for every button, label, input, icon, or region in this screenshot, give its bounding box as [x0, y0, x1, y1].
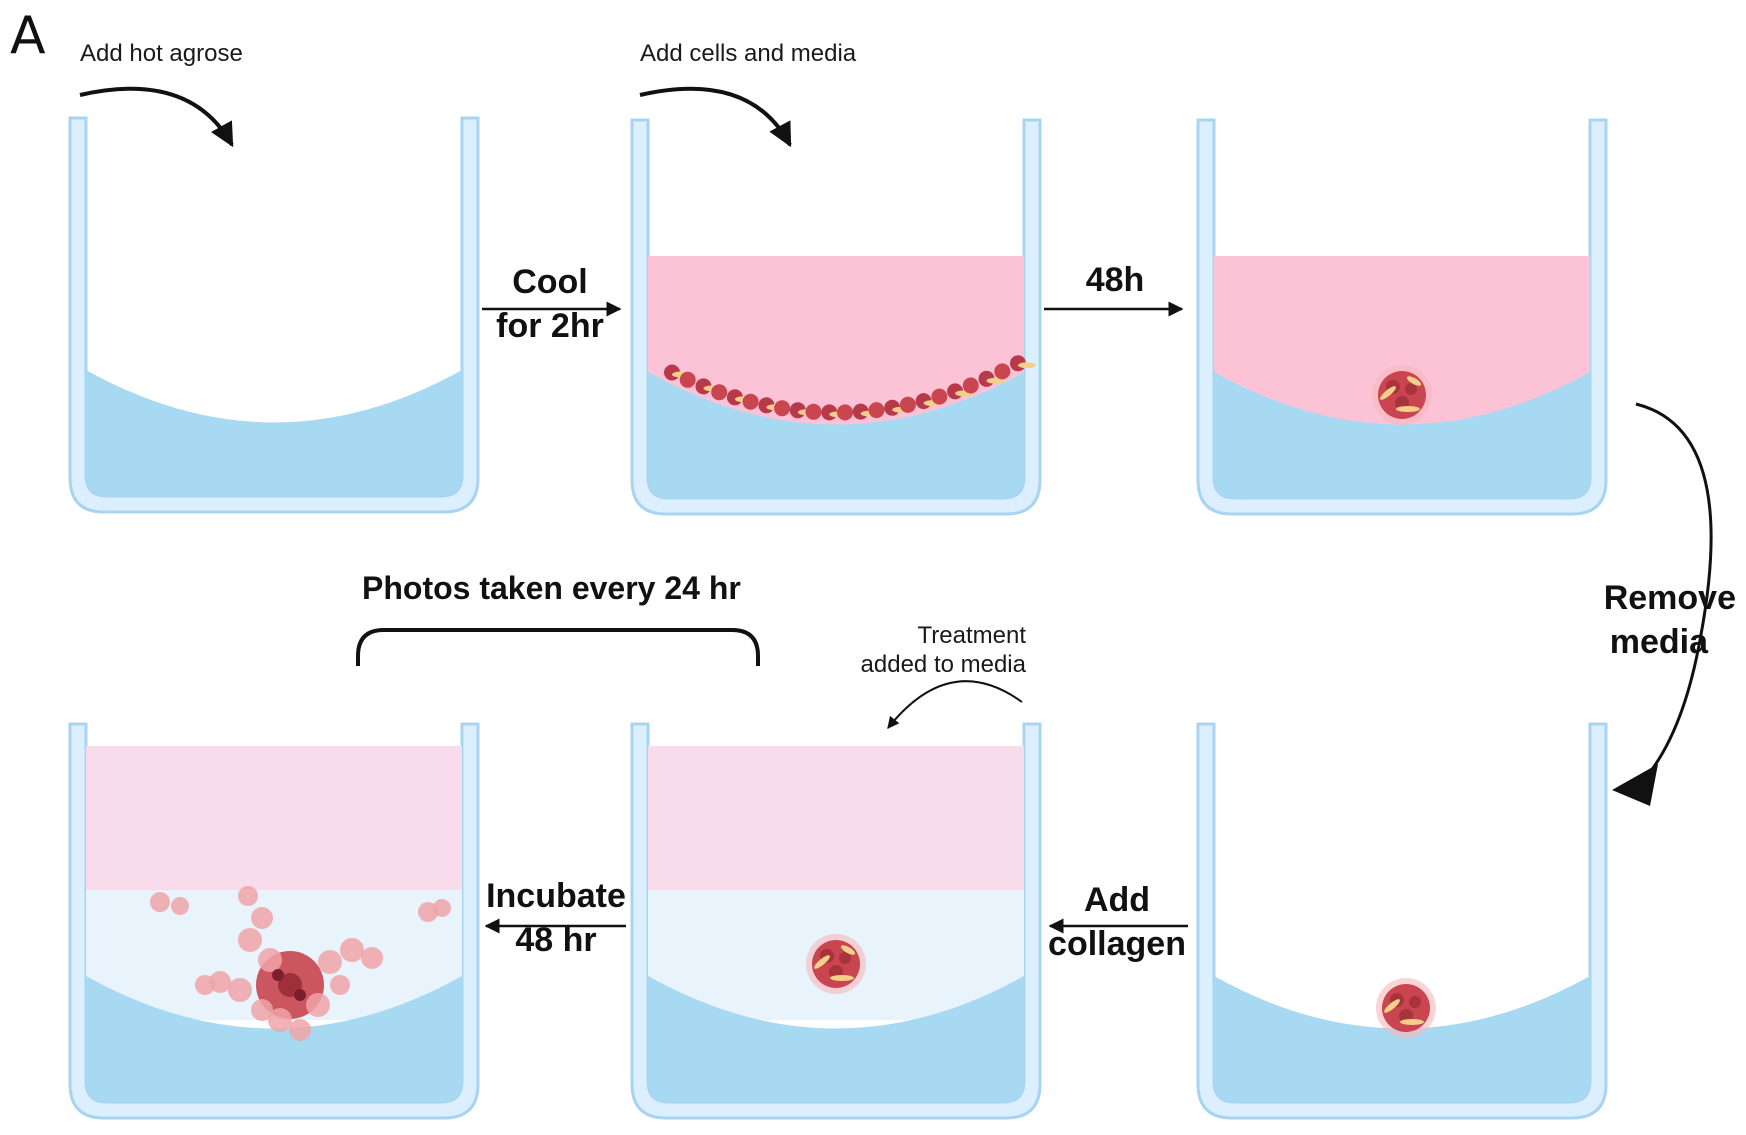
cell-layer	[664, 355, 1036, 421]
label-incubate: Incubate 48 hr	[486, 874, 626, 962]
well-5-collagen-treatment	[630, 722, 1042, 1120]
arrow-treatment	[887, 680, 1023, 729]
cell	[837, 404, 853, 421]
label-add-hot-agarose: Add hot agrose	[80, 40, 243, 67]
invading-cell	[318, 950, 342, 974]
invading-cell	[361, 947, 383, 969]
invading-cell	[195, 975, 215, 995]
invading-cell	[289, 1019, 311, 1041]
arrow-add-cells	[639, 86, 792, 148]
well-2-cells-media	[630, 118, 1042, 516]
panel-letter: A	[10, 6, 46, 66]
spheroid-core	[272, 969, 284, 981]
well-4-no-media	[1196, 722, 1608, 1120]
invading-cell	[330, 975, 350, 995]
invading-cell	[433, 899, 451, 917]
label-remove-line1: Remove	[1603, 579, 1736, 617]
cell	[774, 400, 791, 417]
label-treatment: Treatment added to media	[820, 622, 1026, 680]
label-add-collagen-line1: Add	[1083, 881, 1151, 919]
label-photos: Photos taken every 24 hr	[362, 570, 741, 606]
spheroid-core	[294, 989, 306, 1001]
fibroblast	[986, 377, 1005, 384]
cell	[868, 402, 885, 419]
cell	[805, 403, 822, 420]
cell	[899, 396, 916, 413]
label-48h: 48h	[1085, 261, 1145, 299]
invading-cells	[150, 886, 451, 1041]
well-1-agarose	[68, 116, 480, 514]
invading-cell	[268, 1008, 292, 1032]
well-6-invasion	[68, 722, 480, 1120]
cell	[679, 371, 696, 388]
fibroblast	[1018, 362, 1036, 369]
arrow-add-agarose	[79, 86, 234, 148]
label-add-cells-media: Add cells and media	[640, 40, 857, 67]
cell	[742, 393, 759, 410]
bracket-photos	[356, 628, 760, 666]
label-cool-line2: for 2hr	[496, 307, 604, 346]
label-treatment-line1: Treatment	[917, 622, 1026, 649]
spheroid	[1376, 978, 1436, 1038]
invading-cell	[258, 948, 282, 972]
label-treatment-line2: added to media	[860, 650, 1026, 678]
label-cool-line1: Cool	[512, 263, 588, 301]
label-incubate-line1: Incubate	[486, 877, 626, 915]
invading-cell	[418, 902, 438, 922]
spheroid	[1372, 365, 1432, 425]
invading-cell	[306, 993, 330, 1017]
well-3-spheroid	[1196, 118, 1608, 516]
label-cool: Cool for 2hr	[486, 260, 614, 348]
invading-cell	[150, 892, 170, 912]
arrow-remove-media	[1629, 402, 1713, 796]
invading-cell	[238, 928, 262, 952]
label-add-collagen: Add collagen	[1046, 878, 1188, 966]
invading-cell	[340, 938, 364, 962]
invading-cell	[238, 886, 258, 906]
invading-cell	[251, 999, 273, 1021]
arrow-remove-media-head	[1612, 764, 1658, 806]
invading-cell	[251, 907, 273, 929]
label-add-collagen-line2: collagen	[1048, 925, 1186, 964]
label-incubate-line2: 48 hr	[515, 921, 597, 960]
spheroid	[806, 934, 866, 994]
cell	[711, 384, 728, 401]
invading-cell	[228, 978, 252, 1002]
label-remove-media: Remove media	[1560, 576, 1736, 664]
label-remove-line2: media	[1609, 623, 1708, 662]
cell	[931, 388, 948, 405]
cell	[994, 363, 1011, 380]
invading-cell	[171, 897, 189, 915]
cell	[962, 377, 979, 394]
